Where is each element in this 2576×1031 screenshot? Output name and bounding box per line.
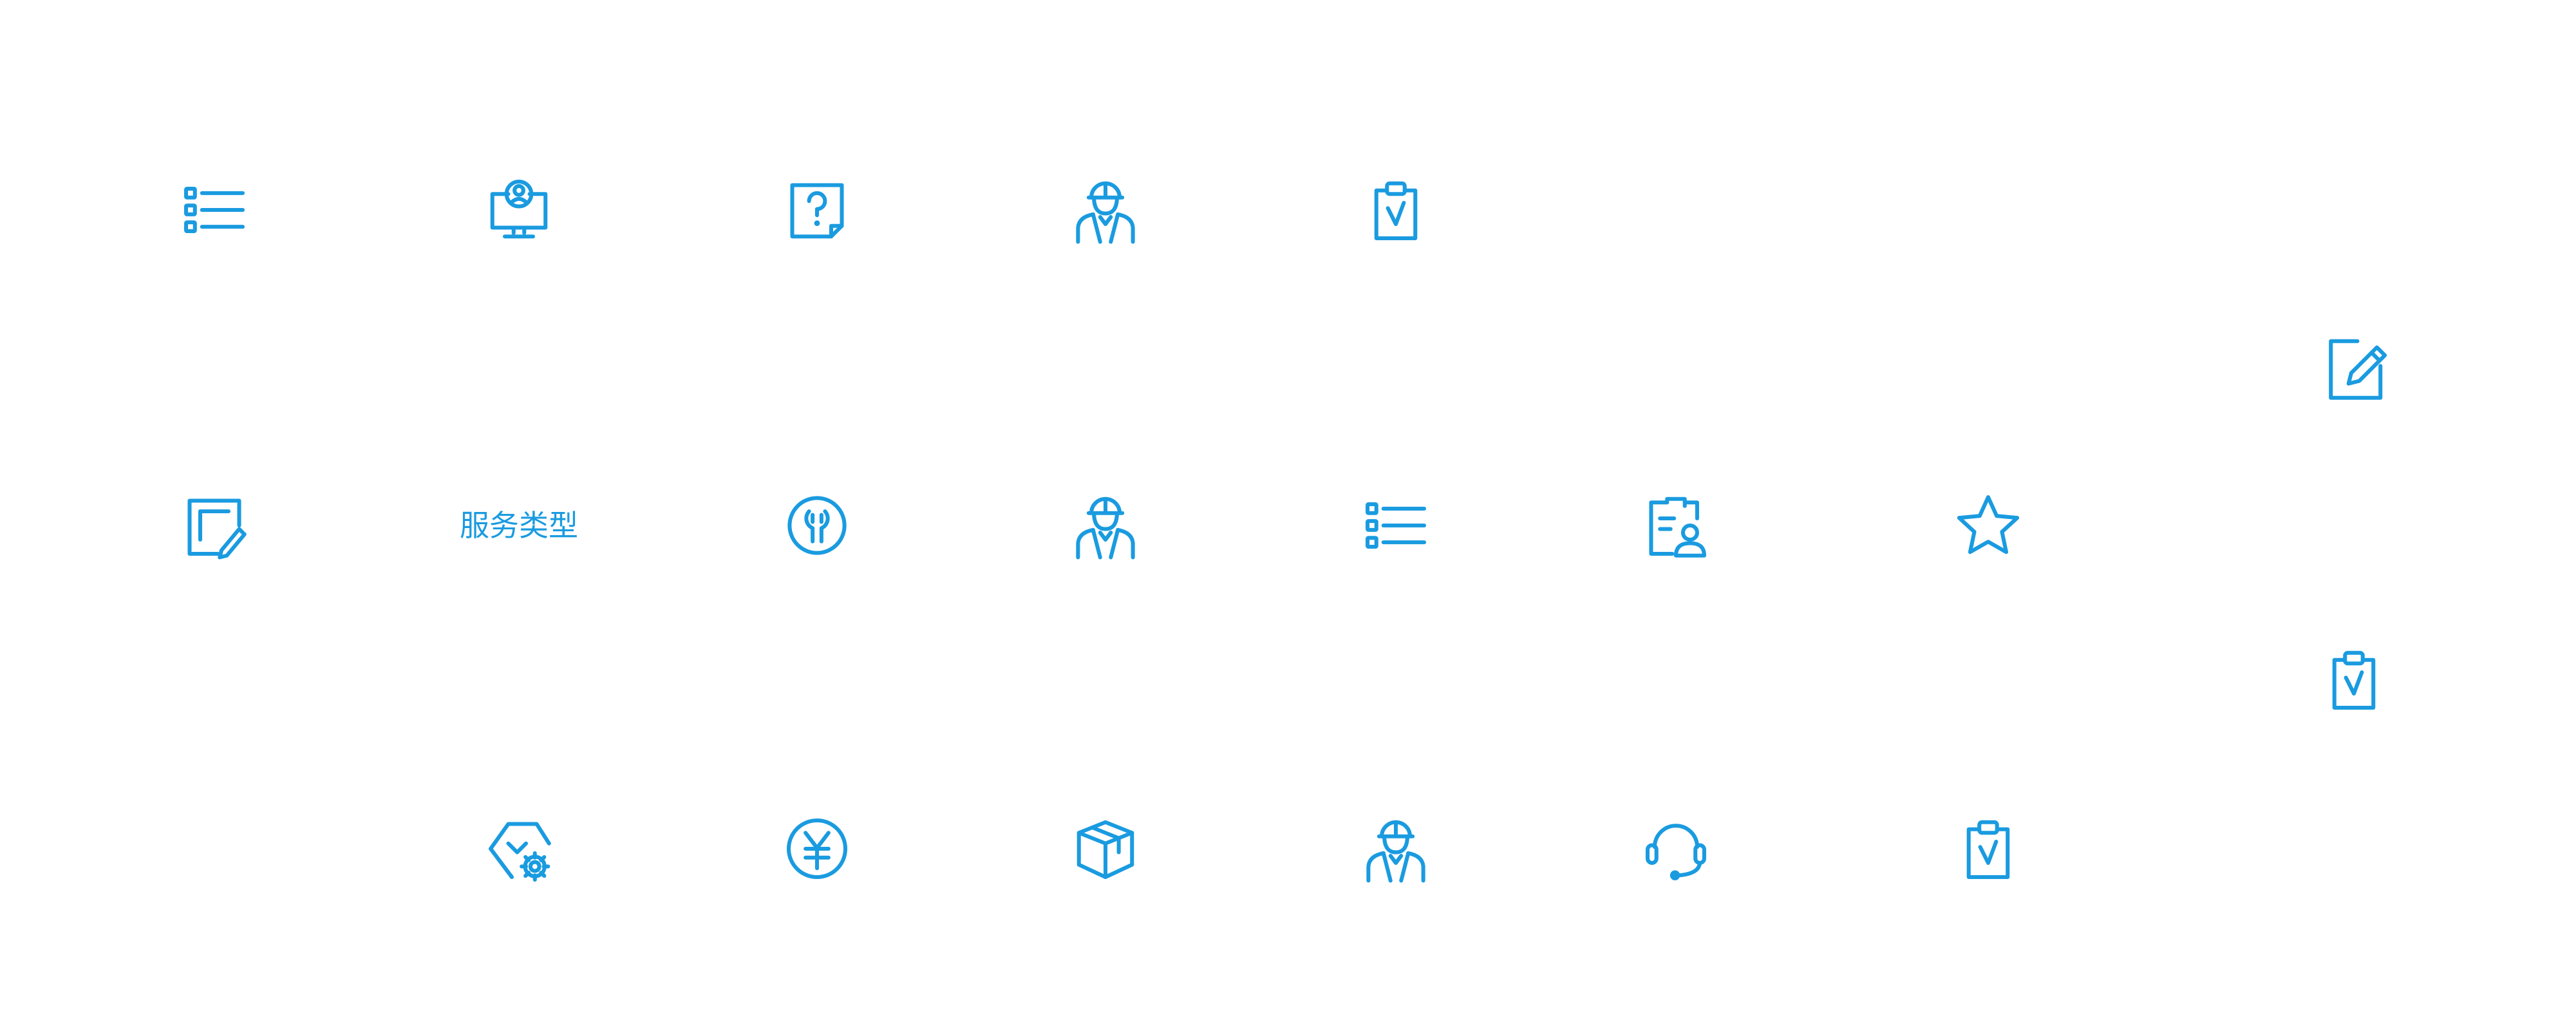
star-icon (1953, 490, 2024, 561)
worker-icon (1360, 813, 1431, 884)
tag-settings-icon (484, 813, 554, 884)
clipboard-check-icon (2318, 644, 2389, 715)
service-type-label: 服务类型 (460, 508, 578, 543)
monitor-user-icon (484, 175, 554, 245)
list-icon (1360, 490, 1431, 561)
headset-icon (1641, 813, 1711, 884)
worker-icon (1070, 490, 1141, 561)
clipboard-check-icon (1360, 175, 1431, 245)
edit-document-icon (179, 490, 250, 561)
help-document-icon (782, 175, 852, 245)
clipboard-user-icon (1641, 490, 1711, 561)
yuan-coin-icon (782, 813, 852, 884)
worker-icon (1070, 175, 1141, 245)
edit-square-icon (2318, 332, 2389, 403)
list-icon (179, 175, 250, 245)
wrench-circle-icon (782, 490, 852, 561)
clipboard-check-icon (1953, 813, 2024, 884)
package-box-icon (1070, 813, 1141, 884)
